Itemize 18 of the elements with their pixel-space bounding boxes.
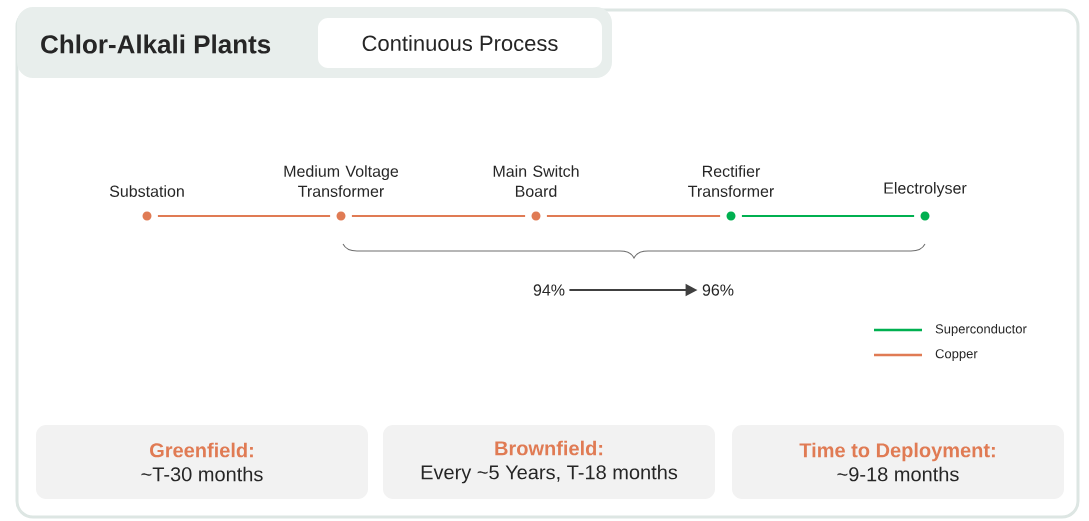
info-box: Time to Deployment: ~9-18 months — [732, 425, 1064, 499]
info-box: Greenfield: ~T-30 months — [36, 425, 368, 499]
info-box: Brownfield: Every ~5 Years, T-18 months — [383, 425, 715, 499]
station-label: Substation — [109, 185, 184, 197]
station-label: Main Switch Board — [493, 165, 579, 197]
legend-label: Copper — [935, 349, 978, 361]
percent-label: 94% — [533, 284, 565, 296]
station-label: Medium Voltage Transformer — [284, 165, 399, 197]
connector-line — [740, 215, 916, 217]
label-box: Continuous Process — [318, 18, 602, 68]
connector-line — [156, 215, 332, 217]
station-label: Rectifier Transformer — [688, 165, 774, 197]
legend-label: Superconductor — [935, 323, 1027, 337]
connector-line — [545, 215, 722, 217]
station-label: Electrolyser — [884, 182, 967, 197]
title: Chlor-Alkali Plants — [41, 34, 271, 54]
percent-label: 96% — [702, 284, 734, 296]
connector-line — [350, 215, 527, 217]
